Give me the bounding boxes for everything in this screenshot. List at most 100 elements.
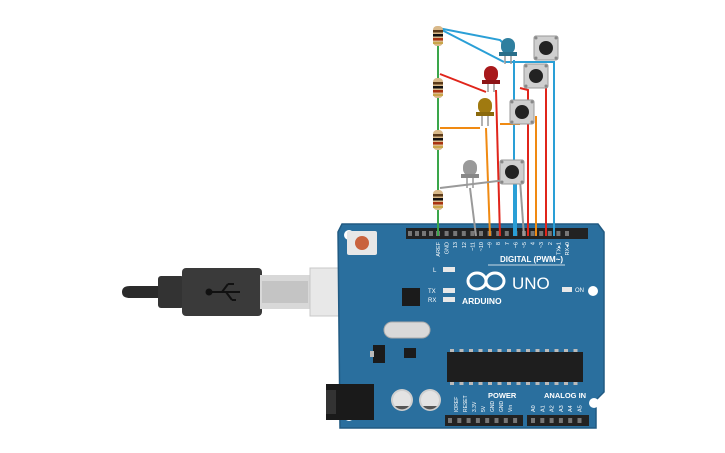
power-pin-hole[interactable] [503,418,508,423]
analog-pin-hole[interactable] [540,418,545,423]
digital-pin-hole[interactable] [539,231,544,236]
digital-pin-hole[interactable] [556,231,561,236]
analog-pin-hole[interactable] [549,418,554,423]
resistor[interactable] [433,26,443,46]
power-pin-hole[interactable] [466,418,471,423]
digital-pin-hole[interactable] [496,231,501,236]
power-pin-hole[interactable] [457,418,462,423]
digital-pin-label: ~5 [522,242,528,248]
push-button[interactable] [523,63,549,89]
power-header[interactable] [445,415,523,426]
yellow-led[interactable] [476,98,494,126]
blue-led[interactable] [499,38,517,64]
digital-pin-hole[interactable] [504,231,509,236]
svg-text:ON: ON [575,288,584,294]
digital-pin-label: AREF [436,241,442,256]
usb-icon [205,283,240,301]
regulator [373,345,385,363]
digital-pin-label: ~11 [470,242,476,251]
digital-pin-hole[interactable] [530,231,535,236]
digital-pin-label: 4 [531,242,537,245]
push-button[interactable] [499,159,525,185]
analog-pin-label: A2 [550,405,556,412]
power-pin-label: GND [490,401,496,413]
digital-pin-hole[interactable] [415,231,419,236]
analog-pin-label: A5 [578,405,584,412]
model-label: UNO [512,274,550,293]
power-label: POWER [488,391,517,400]
power-pin-label: Vin [508,405,514,412]
mount-hole [589,398,599,408]
digital-pin-hole[interactable] [565,231,569,236]
blue-wire [505,61,555,236]
power-pin-label: RESET [463,395,469,412]
status-leds: L TX RX ON [428,267,584,304]
resistor[interactable] [433,190,443,210]
reset-button[interactable] [347,231,377,255]
analog-pin-label: A0 [531,405,537,412]
svg-text:RX: RX [428,298,436,304]
power-pin-hole[interactable] [448,418,452,423]
digital-pin-label: 7 [505,242,511,245]
digital-pin-label: GND [445,242,451,254]
push-button[interactable] [509,99,535,125]
digital-pin-hole[interactable] [470,231,475,236]
analog-pin-label: A1 [540,405,546,412]
gray-wire [469,187,477,237]
digital-pin-label: ~6 [513,242,519,248]
digital-pin-hole[interactable] [453,231,458,236]
push-button[interactable] [533,35,559,61]
digital-pin-hole[interactable] [444,231,449,236]
usb-chip [402,288,420,306]
arduino-logo [466,271,506,291]
red-wire [519,87,529,236]
digital-pin-label: 8 [496,242,502,245]
digital-pin-label: ~3 [539,242,545,248]
digital-pin-hole[interactable] [461,231,466,236]
red-wire [439,73,487,93]
digital-label: DIGITAL (PWM~) [500,255,563,264]
blue-wire [437,27,505,63]
white-led[interactable] [461,160,479,188]
svg-text:TX: TX [428,289,436,295]
mount-hole [588,286,598,296]
digital-pin-hole[interactable] [408,231,412,236]
brand-label: ARDUINO [462,296,502,306]
power-pin-label: IOREF [454,397,460,412]
analog-label: ANALOG IN [544,391,586,400]
blue-wire [437,27,503,43]
small-chip [404,348,416,358]
analog-pin-hole[interactable] [558,418,563,423]
digital-pin-label: ~9 [488,242,494,248]
atmega-chip [447,349,583,385]
red-led[interactable] [482,66,500,92]
digital-pin-hole[interactable] [479,231,483,236]
analog-pin-hole[interactable] [568,418,573,423]
digital-pin-label: ~10 [479,242,485,251]
digital-pin-hole[interactable] [429,231,433,236]
resistor[interactable] [433,130,443,150]
power-pin-label: 5V [481,405,487,412]
digital-pin-label: 2 [548,242,554,245]
analog-header[interactable] [527,415,589,426]
power-jack[interactable] [326,384,374,420]
analog-pin-label: A3 [559,405,565,412]
analog-pin-hole[interactable] [577,418,582,423]
digital-pin-hole[interactable] [547,231,552,236]
gray-wire [519,179,525,237]
power-pin-hole[interactable] [485,418,490,423]
power-pin-label: GND [499,401,505,413]
power-pin-hole[interactable] [513,418,518,423]
digital-pin-label: 13 [453,242,459,248]
analog-pin-hole[interactable] [531,418,535,423]
usb-cable[interactable] [122,267,371,317]
digital-pin-hole[interactable] [422,231,426,236]
resistor[interactable] [433,78,443,98]
svg-text:L: L [433,268,437,274]
power-pin-hole[interactable] [475,418,480,423]
power-pin-hole[interactable] [494,418,499,423]
digital-pin-label: 12 [462,242,468,248]
capacitor [419,389,441,411]
